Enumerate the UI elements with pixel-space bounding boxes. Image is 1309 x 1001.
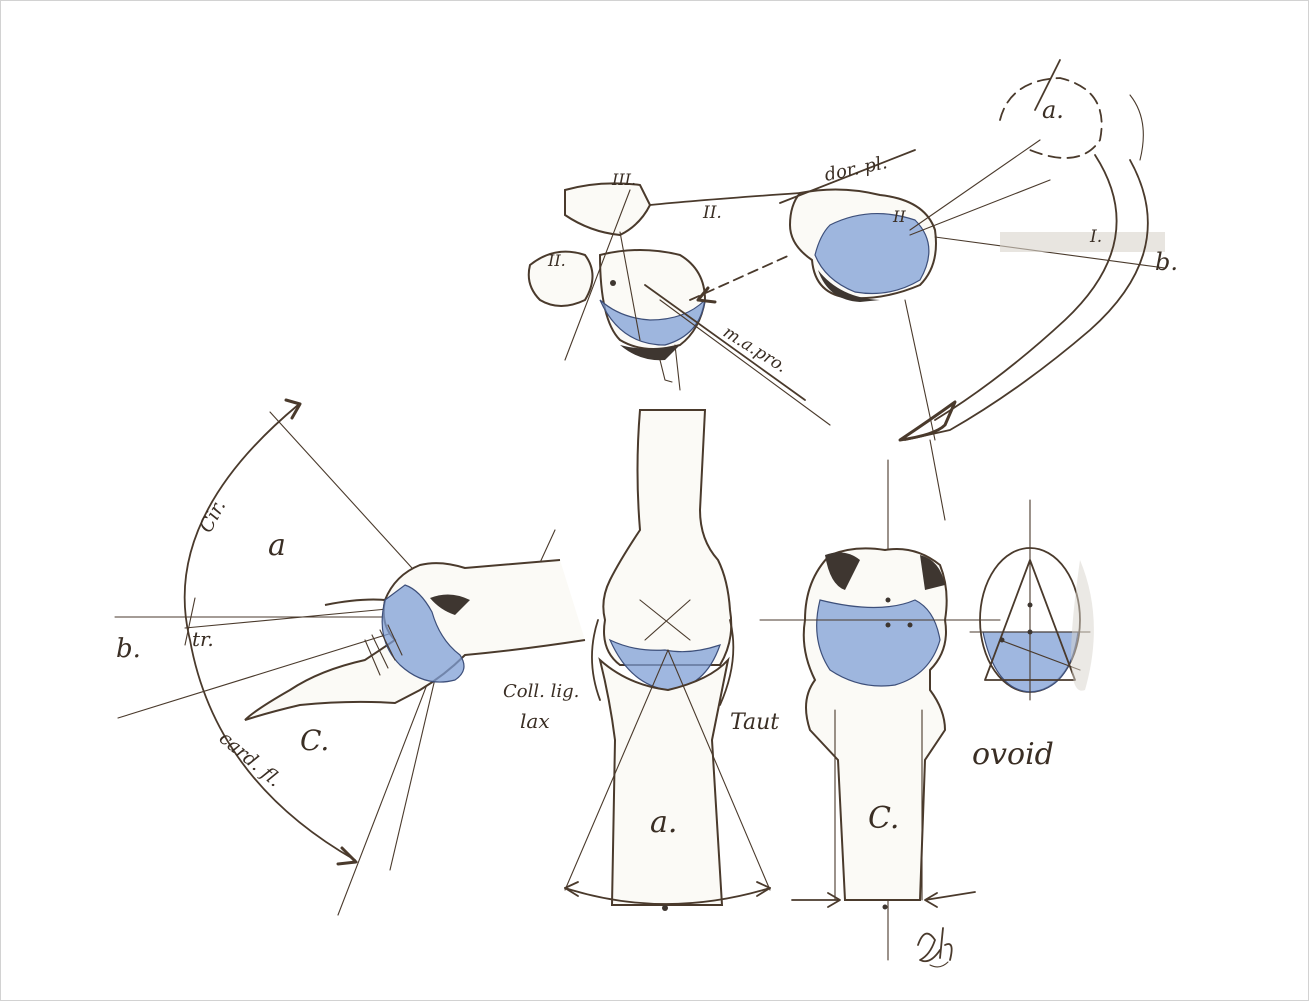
label-a-top-right: a. — [1042, 96, 1064, 124]
label-tr: tr. — [192, 627, 214, 651]
label-a-sector: a — [268, 528, 286, 563]
label-ovoid: ovoid — [972, 737, 1054, 772]
label-lax: lax — [520, 709, 550, 733]
label-c-sector: C. — [300, 724, 329, 757]
ovoid-diagram — [970, 500, 1094, 700]
label-a-bottom: a. — [650, 805, 677, 840]
label-m-a-pro: m.a.pro. — [719, 322, 790, 377]
left-sector-diagram — [115, 400, 585, 915]
label-roman-i: I. — [1089, 227, 1102, 247]
label-coll-lig: Coll. lig. — [503, 681, 579, 702]
label-cir: Cir. — [195, 496, 230, 536]
top-left-axial-view — [529, 183, 830, 425]
lateral-flexed-view-bone — [760, 440, 1000, 960]
label-roman-iii: III. — [611, 170, 636, 189]
label-roman-ii-top: II. — [702, 203, 722, 223]
label-dor-pl: dor. pl. — [823, 152, 889, 186]
top-right-axial-view — [780, 60, 1165, 440]
label-card-fl: card. fl. — [215, 727, 286, 791]
label-roman-ii-left: II. — [547, 251, 566, 270]
label-roman-ii-right: II — [892, 207, 906, 226]
artist-signature — [918, 928, 952, 967]
label-c-bottom: C. — [868, 801, 899, 836]
label-taut: Taut — [730, 710, 779, 735]
label-b-right: b. — [1155, 248, 1178, 276]
label-b-left: b. — [116, 634, 141, 664]
